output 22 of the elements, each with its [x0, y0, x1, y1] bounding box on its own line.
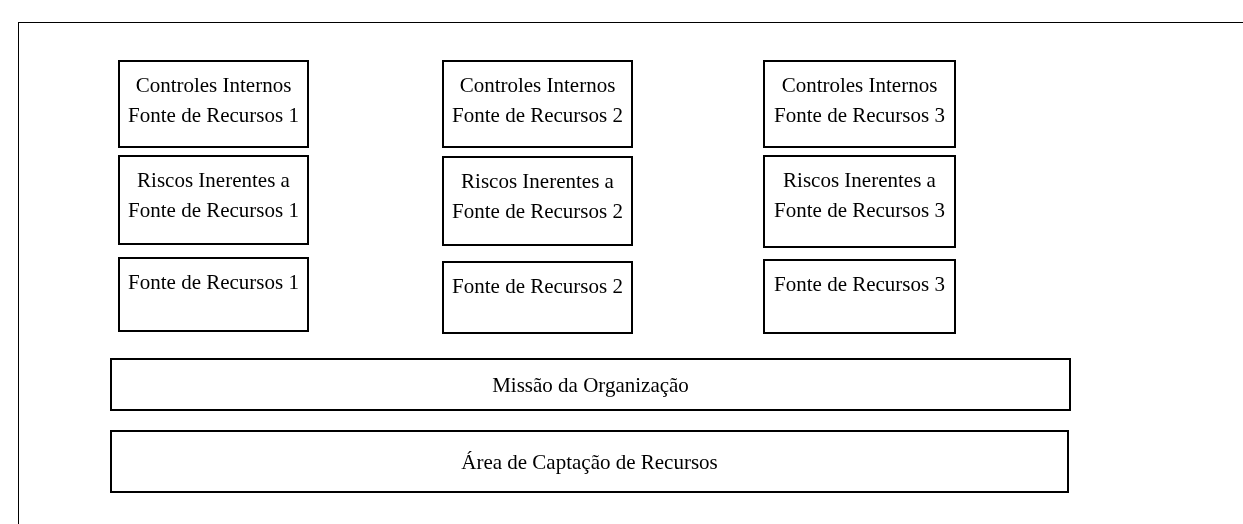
box-text: Controles Internos Fonte de Recursos 1	[127, 72, 300, 129]
layer-box	[110, 358, 1071, 411]
layer-box	[442, 60, 633, 148]
box-text: Controles Internos Fonte de Recursos 2	[451, 72, 624, 129]
box-text: Riscos Inerentes a Fonte de Recursos 2	[451, 168, 624, 225]
layer-box	[118, 60, 309, 148]
box-text: Riscos Inerentes a Fonte de Recursos 3	[773, 167, 946, 224]
layer-box	[118, 155, 309, 245]
box-text: Controles Internos Fonte de Recursos 3	[773, 72, 946, 129]
box-text: Riscos Inerentes a Fonte de Recursos 1	[127, 167, 300, 224]
layer-box	[110, 430, 1069, 493]
layer-box	[763, 259, 956, 334]
box-text: Fonte de Recursos 2	[452, 273, 623, 300]
layer-box	[763, 155, 956, 248]
box-text: Fonte de Recursos 1	[128, 269, 299, 296]
layer-box	[763, 60, 956, 148]
layer-box	[118, 257, 309, 332]
layer-box	[442, 261, 633, 334]
box-text: Missão da Organização	[492, 371, 689, 399]
box-text: Área de Captação de Recursos	[461, 448, 718, 476]
box-text: Fonte de Recursos 3	[774, 271, 945, 298]
layer-box	[442, 156, 633, 246]
